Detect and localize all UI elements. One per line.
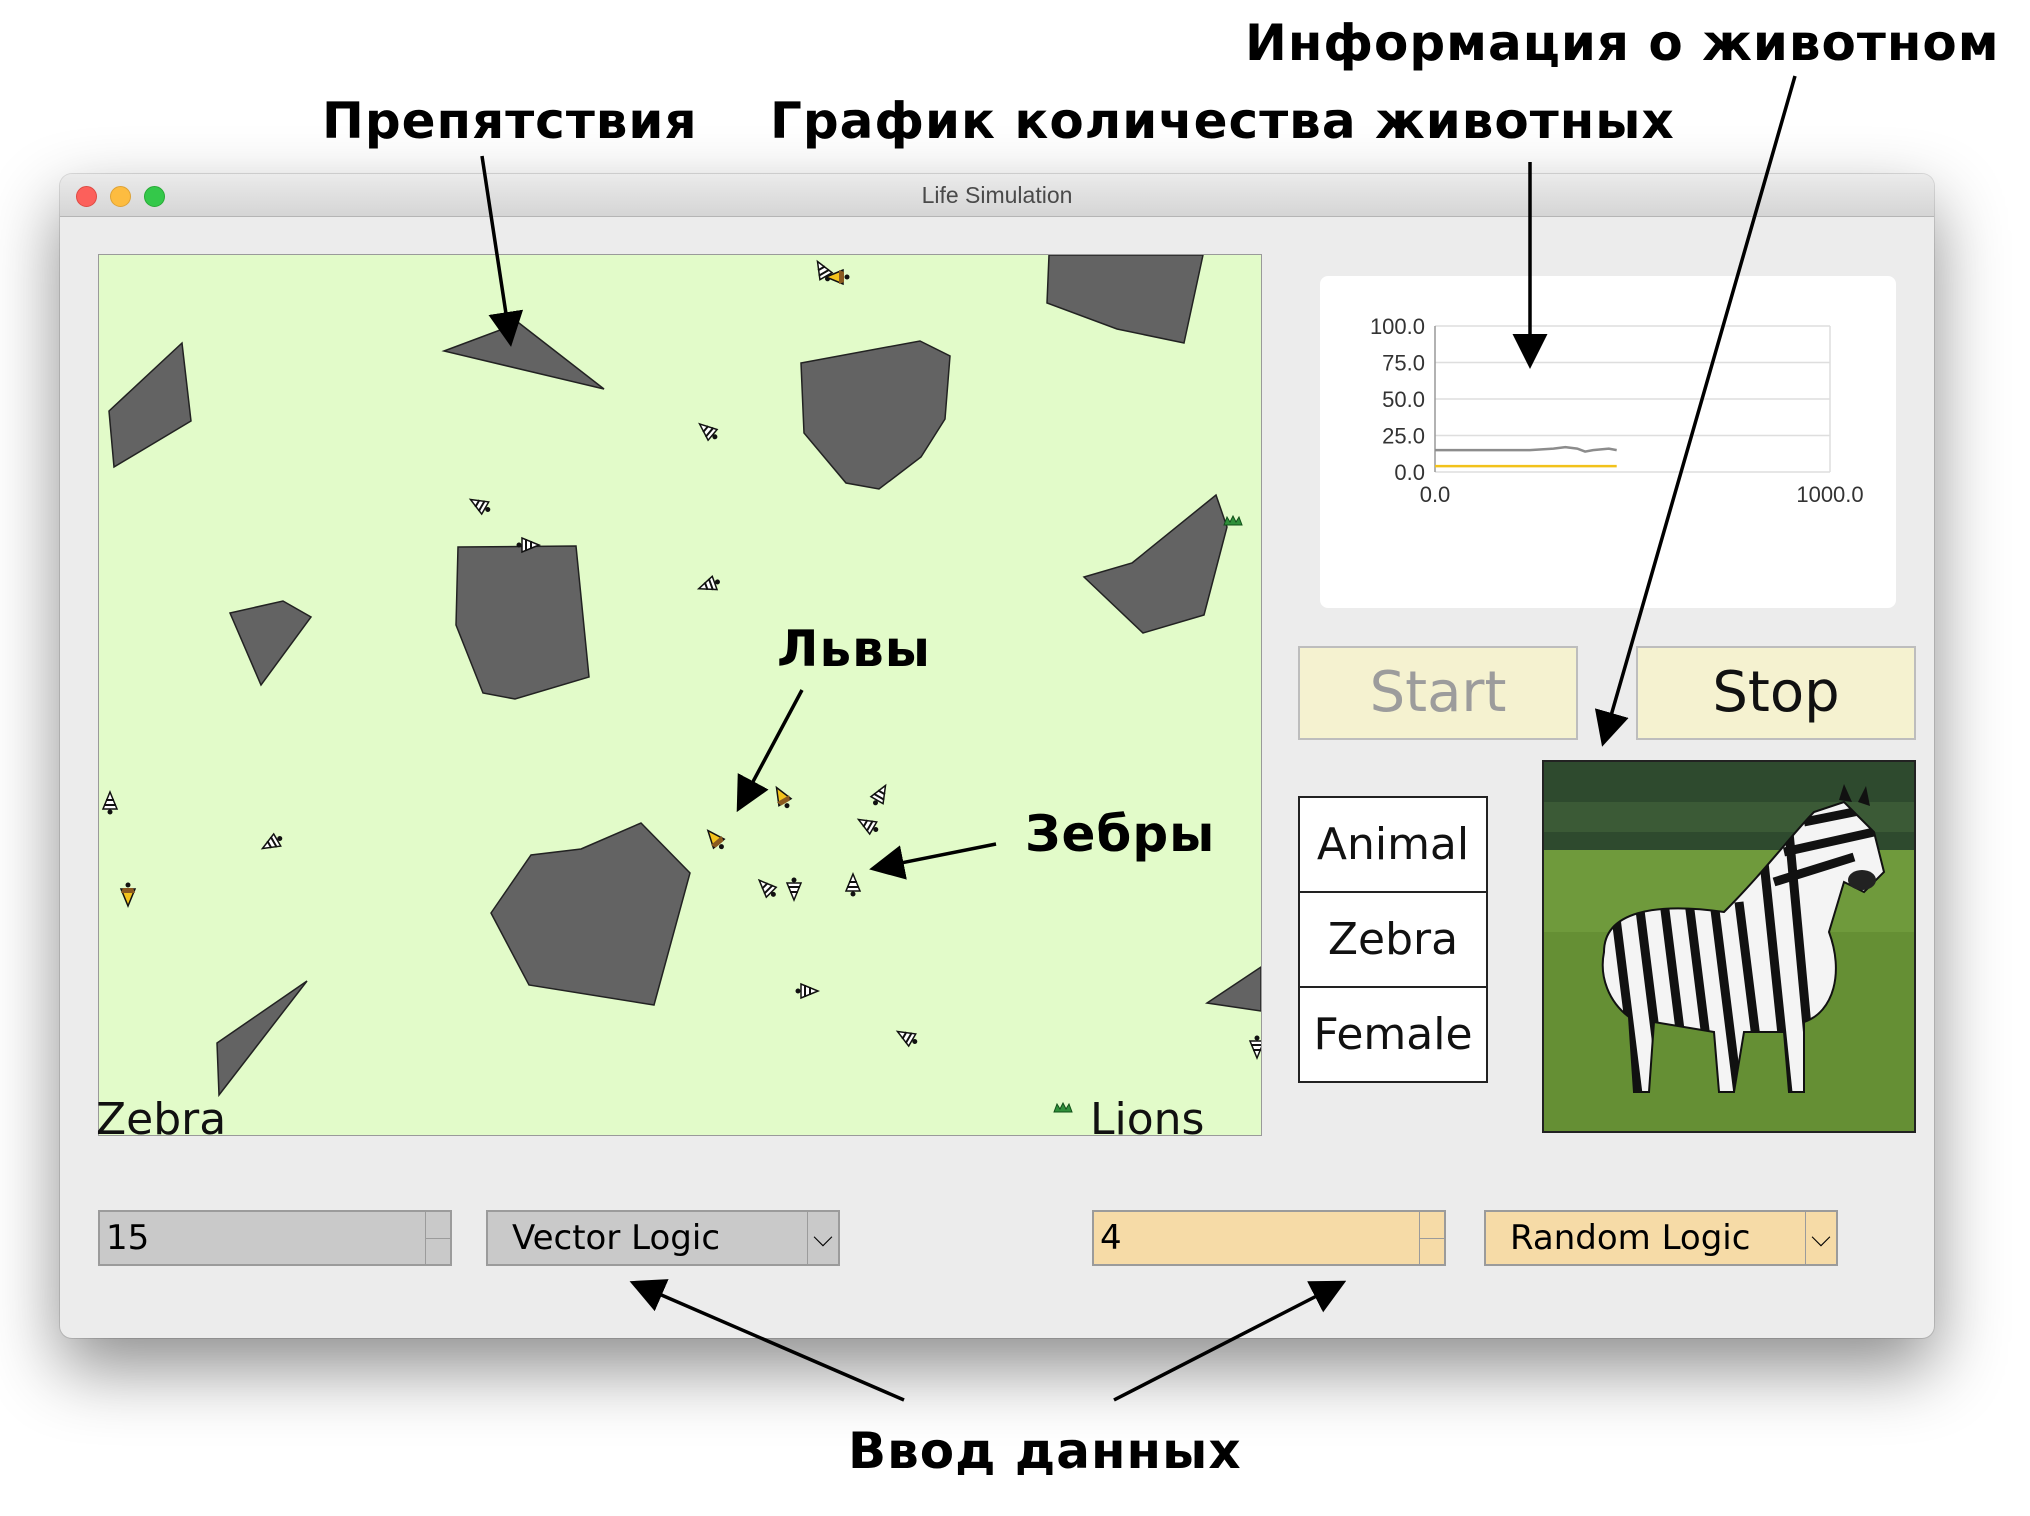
app-window: Life Simulation: [60, 174, 1934, 1338]
plant-icon: [1053, 1101, 1073, 1113]
zebra-icon: [257, 830, 287, 856]
obstacle: [216, 980, 308, 1098]
obstacle: [228, 600, 313, 687]
obstacle: [455, 545, 590, 700]
obstacle: [1204, 966, 1261, 1012]
minimize-window-button[interactable]: [110, 186, 131, 207]
zoom-window-button[interactable]: [144, 186, 165, 207]
zebra-icon: [810, 256, 836, 286]
zebra-icon: [102, 791, 118, 816]
window-title: Life Simulation: [921, 182, 1073, 208]
lion-icon: [701, 825, 730, 854]
chart-y-tick-label: 50.0: [1382, 387, 1425, 412]
chevron-down-icon[interactable]: ⌵: [807, 1212, 838, 1264]
plant-icon: [1223, 514, 1243, 526]
lions-logic-value: Random Logic: [1510, 1218, 1751, 1258]
obstacle: [490, 822, 691, 1006]
zebra-count-stepper[interactable]: [425, 1212, 450, 1264]
annotation-data-input: Ввод данных: [848, 1422, 1242, 1480]
zebra-icon: [786, 876, 802, 901]
close-window-button[interactable]: [76, 186, 97, 207]
zebra-icon: [845, 873, 861, 898]
chart-x-tick-label: 0.0: [1420, 482, 1451, 507]
chart-series-line-0: [1435, 445, 1617, 453]
zebra-label: Zebra: [96, 1094, 227, 1145]
animal-species-cell: Zebra: [1300, 893, 1486, 988]
chart-y-tick-label: 25.0: [1382, 424, 1425, 449]
zebra-icon: [1249, 1034, 1261, 1059]
simulation-field[interactable]: [98, 254, 1262, 1136]
chart-y-tick-label: 75.0: [1382, 351, 1425, 376]
obstacle: [441, 322, 605, 390]
title-bar: Life Simulation: [60, 174, 1934, 217]
annotation-animal-info: Информация о животном: [1245, 14, 2000, 72]
lions-label: Lions: [1090, 1094, 1205, 1145]
lions-count-stepper[interactable]: [1419, 1212, 1444, 1264]
obstacle: [1046, 255, 1204, 344]
animal-photo: [1542, 760, 1916, 1133]
obstacle: [108, 341, 192, 469]
start-button[interactable]: Start: [1298, 646, 1578, 740]
obstacle: [1082, 493, 1228, 634]
chart-x-tick-label: 1000.0: [1796, 482, 1863, 507]
zebra-icon: [794, 983, 819, 999]
zebra-icon: [892, 1024, 922, 1050]
stop-button[interactable]: Stop: [1636, 646, 1916, 740]
zebra-count-value: 15: [106, 1218, 150, 1258]
lions-logic-select[interactable]: Random Logic ⌵: [1484, 1210, 1838, 1266]
zebra-icon: [694, 417, 723, 445]
lions-count-value: 4: [1100, 1218, 1122, 1258]
animal-info-table: Animal Zebra Female: [1298, 796, 1488, 1083]
lion-icon: [120, 881, 136, 907]
zebra-icon: [695, 573, 724, 597]
animal-kind-cell: Animal: [1300, 798, 1486, 893]
obstacle: [800, 340, 951, 490]
chart-y-tick-label: 0.0: [1394, 460, 1425, 485]
zebra-count-spinner[interactable]: 15: [98, 1210, 452, 1266]
zebra-logic-select[interactable]: Vector Logic ⌵: [486, 1210, 840, 1266]
lions-count-spinner[interactable]: 4: [1092, 1210, 1446, 1266]
annotation-lions: Львы: [777, 620, 931, 678]
zebra-logic-value: Vector Logic: [512, 1218, 721, 1258]
animal-sex-cell: Female: [1313, 1009, 1473, 1060]
zebra-icon: [853, 812, 883, 838]
zebra-icon: [867, 780, 893, 810]
lion-icon: [769, 783, 796, 813]
annotation-zebras: Зебры: [1025, 805, 1216, 863]
zebra-icon: [465, 492, 495, 518]
annotation-obstacles: Препятствия: [322, 92, 698, 150]
zebra-icon: [753, 874, 782, 903]
chevron-down-icon[interactable]: ⌵: [1805, 1212, 1836, 1264]
annotation-population-chart: График количества животных: [770, 92, 1675, 150]
chart-y-tick-label: 100.0: [1370, 314, 1425, 339]
